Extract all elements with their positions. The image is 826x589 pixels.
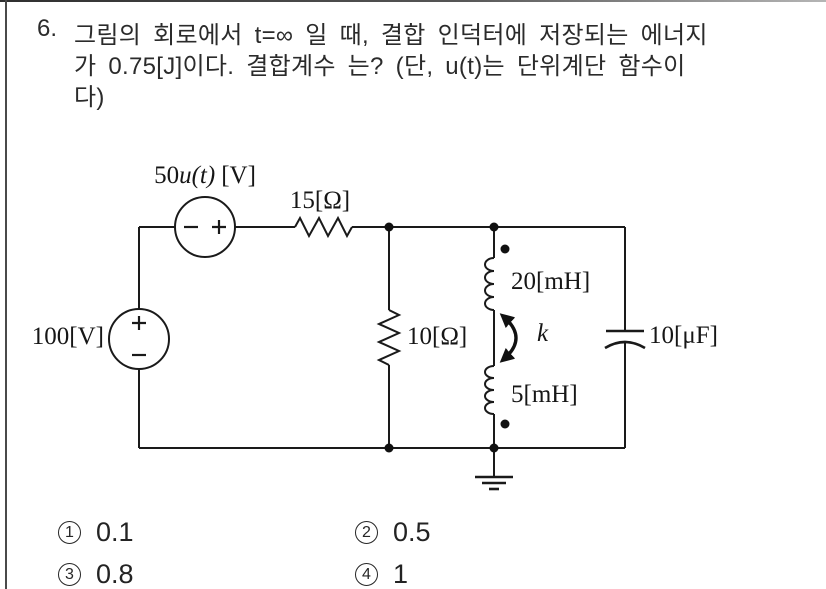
series-resistor-label: 15[Ω] bbox=[290, 187, 350, 214]
capacitor-bottom-plate bbox=[604, 340, 646, 350]
top-border-line bbox=[0, 0, 826, 2]
choice-option-1[interactable]: 1 0.1 bbox=[58, 517, 134, 548]
choice-option-4[interactable]: 4 1 bbox=[355, 559, 408, 589]
left-border-line bbox=[5, 0, 7, 589]
shunt-resistor-symbol bbox=[376, 309, 402, 366]
node-dots bbox=[384, 222, 499, 453]
primary-inductor-symbol bbox=[484, 257, 495, 311]
dc-source-label: 100[V] bbox=[32, 323, 104, 350]
question-text-line3: 다) bbox=[74, 84, 105, 111]
series-resistor-symbol bbox=[294, 215, 353, 239]
question-text-line1: 그림의 회로에서 t=∞ 일 때, 결합 인덕터에 저장되는 에너지 bbox=[74, 22, 708, 49]
primary-inductor-label: 20[mH] bbox=[511, 268, 590, 295]
dc-voltage-source-symbol bbox=[108, 308, 170, 370]
shunt-resistor-label: 10[Ω] bbox=[407, 323, 467, 350]
secondary-inductor-label: 5[mH] bbox=[511, 381, 578, 408]
choice-marker: 1 bbox=[58, 521, 81, 544]
polarity-dot-secondary bbox=[500, 419, 510, 429]
node-dot bbox=[489, 222, 499, 232]
polarity-dot-primary bbox=[500, 244, 510, 254]
choice-value: 0.5 bbox=[393, 517, 431, 547]
choice-marker: 4 bbox=[355, 563, 378, 586]
choice-value: 1 bbox=[393, 559, 409, 589]
question-number: 6. bbox=[37, 15, 58, 42]
choice-marker: 2 bbox=[355, 521, 378, 544]
choice-option-2[interactable]: 2 0.5 bbox=[355, 517, 431, 548]
capacitor-label: 10[μF] bbox=[649, 322, 718, 349]
step-source-label: 50u(t)[V] bbox=[154, 162, 256, 189]
secondary-inductor-symbol bbox=[484, 365, 495, 415]
node-dot bbox=[384, 222, 394, 232]
plus-sign bbox=[212, 220, 226, 234]
choice-marker: 3 bbox=[58, 563, 81, 586]
plus-sign bbox=[132, 316, 146, 330]
circuit-wires bbox=[138, 226, 626, 449]
choice-option-3[interactable]: 3 0.8 bbox=[58, 559, 134, 589]
choice-value: 0.1 bbox=[96, 517, 134, 547]
node-dot bbox=[384, 443, 394, 453]
node-dot bbox=[489, 443, 499, 453]
step-voltage-source-symbol bbox=[174, 196, 236, 258]
ground-icon bbox=[475, 448, 513, 491]
coupling-coefficient-label: k bbox=[537, 320, 549, 347]
coupling-arrow-icon bbox=[499, 313, 518, 363]
question-text-line2: 가 0.75[J]이다. 결합계수 는? (단, u(t)는 단위계단 함수이 bbox=[74, 53, 686, 80]
choice-value: 0.8 bbox=[96, 559, 134, 589]
